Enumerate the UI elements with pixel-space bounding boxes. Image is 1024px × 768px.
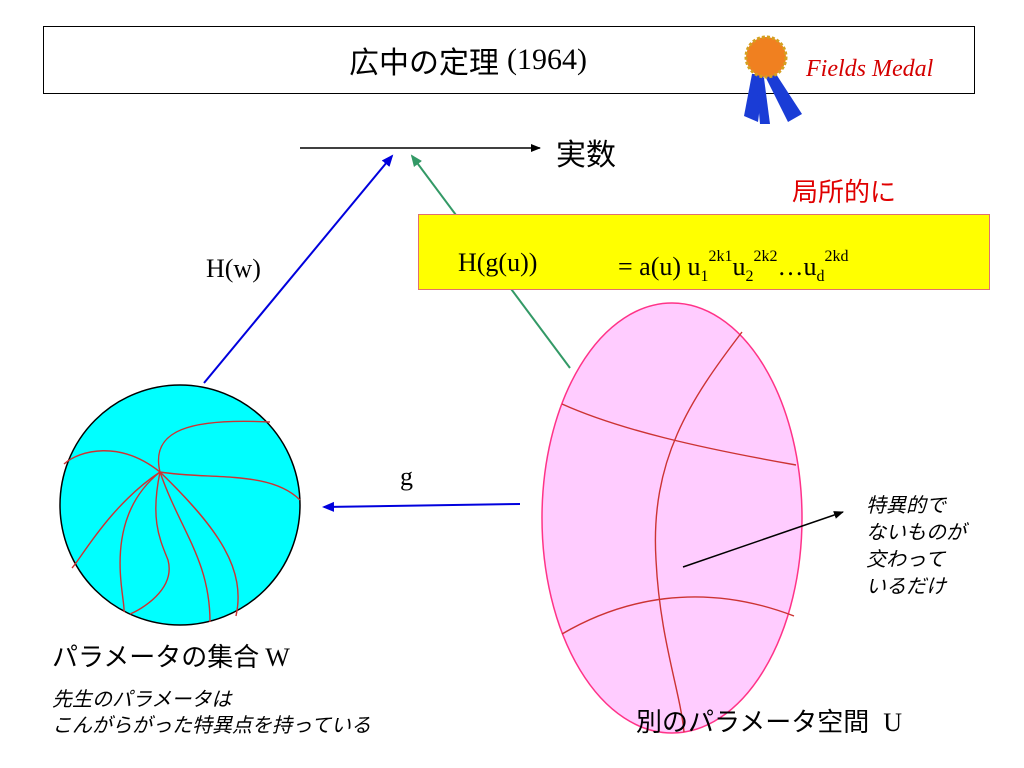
formula-sup-d: 2kd: [824, 248, 849, 265]
other-space-text: 別のパラメータ空間: [636, 708, 870, 738]
teacher-note-line-1: 先生のパラメータは: [52, 687, 232, 711]
parameter-set-text: パラメータの集合: [52, 643, 260, 673]
fields-medal-label: Fields Medal: [806, 56, 934, 82]
parameter-set-circle: [59, 384, 301, 626]
formula-sub-1: 1: [700, 268, 709, 285]
other-space-label: 別のパラメータ空間 U: [636, 702, 902, 739]
medal-icon: [744, 35, 802, 124]
hw-arrow: [203, 154, 394, 384]
formula-sup-2: 2k2: [753, 248, 778, 265]
slide-title: 広中の定理 (1964): [43, 26, 893, 94]
formula-rhs-prefix: = a(u) u: [618, 252, 701, 281]
note-line-3: 交わって: [866, 547, 945, 571]
title-main: 広中の定理: [349, 46, 499, 81]
note-line-4: いるだけ: [866, 574, 946, 598]
note-line-1: 特異的で: [866, 493, 946, 517]
note-arrow: [682, 511, 844, 568]
nonsingular-note: 特異的で ないものが 交わって いるだけ: [866, 492, 966, 600]
teacher-note: 先生のパラメータは こんがらがった特異点を持っている: [52, 686, 371, 738]
locally-label: 局所的に: [792, 178, 897, 208]
formula-sub-2: 2: [745, 268, 754, 285]
formula-box: [418, 214, 990, 290]
real-numbers-label: 実数: [556, 138, 616, 173]
title-box: [43, 26, 975, 94]
note-line-2: ないものが: [866, 520, 966, 544]
formula-dots: …u: [777, 252, 817, 281]
formula-rhs: = a(u) u1 2k1u2 2k2…ud 2kd: [618, 248, 849, 286]
teacher-note-line-2: こんがらがった特異点を持っている: [52, 713, 371, 737]
g-label: g: [400, 462, 413, 491]
hw-label: H(w): [206, 254, 261, 283]
formula-sub-d: d: [816, 268, 825, 285]
formula-lhs: H(g(u)): [458, 248, 538, 277]
parameter-set-symbol: W: [265, 643, 290, 672]
title-year: (1964): [507, 43, 587, 76]
formula-sup-1: 2k1: [708, 248, 733, 265]
formula-u2: u: [732, 252, 746, 281]
other-parameter-space-ellipse: [541, 302, 803, 734]
g-arrow: [322, 501, 521, 512]
other-space-symbol: U: [883, 708, 903, 737]
